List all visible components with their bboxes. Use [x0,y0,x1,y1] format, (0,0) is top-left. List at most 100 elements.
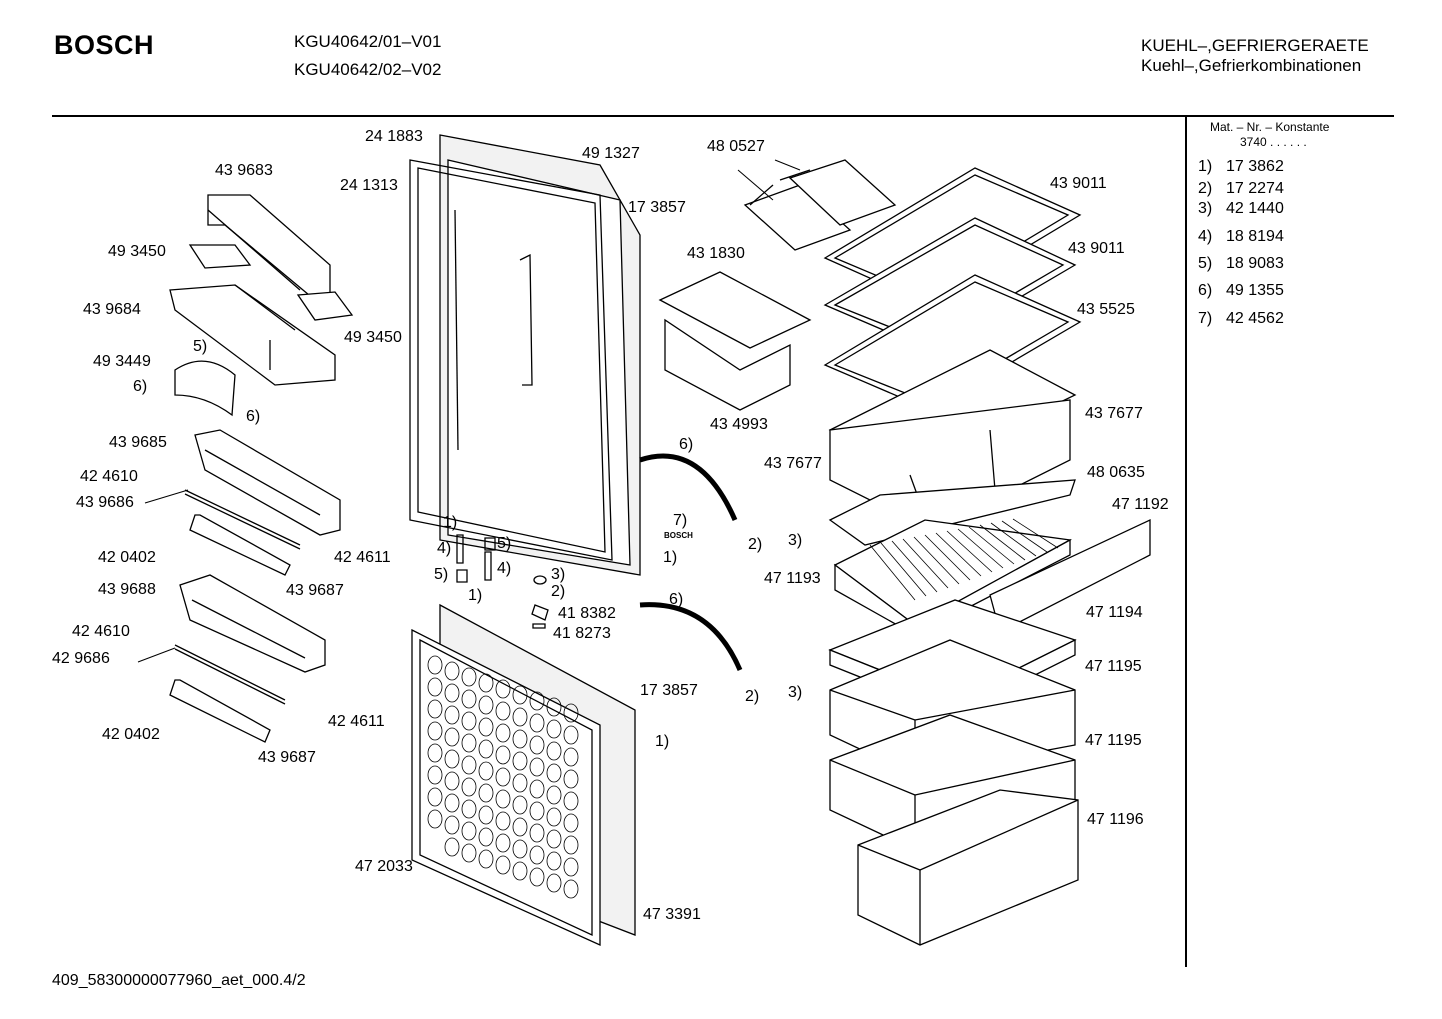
grid-bar [914,537,959,584]
bin-rail-2 [170,645,285,742]
door-cell [445,838,459,856]
door-cell [445,706,459,724]
door-cell [479,696,493,714]
part-label: 43 5525 [1077,301,1135,318]
door-cell [445,684,459,702]
door-cell [428,788,442,806]
door-cell [530,780,544,798]
part-label: 43 9687 [286,582,344,599]
door-cell [547,874,561,892]
door-cell [462,778,476,796]
part-label: 47 3391 [643,906,701,923]
part-label: 42 4611 [328,713,385,730]
door-cell [547,830,561,848]
door-cell [445,662,459,680]
flap-cover [175,361,235,415]
part-label: 1) [655,733,670,750]
grid-bar [925,535,970,580]
part-label: 42 4610 [80,468,138,485]
door-cell [513,796,527,814]
freezer-drawer-3 [858,790,1078,945]
part-label: 2) [745,688,760,705]
door-cell [462,668,476,686]
sidebar-item-part: 18 9083 [1226,255,1284,272]
part-label: 41 8382 [558,605,616,622]
door-cell [428,678,442,696]
door-cell [428,722,442,740]
door-cell [479,762,493,780]
grid-bar [1013,519,1058,548]
part-label: 42 4611 [334,549,391,566]
part-label: 17 3857 [628,199,686,216]
sidebar-constant: 3740 . . . . . . [1240,135,1307,149]
sidebar-item: 6)49 1355 [1198,282,1284,300]
door-cell [428,810,442,828]
door-cell [530,868,544,886]
sidebar-item-number: 7) [1198,310,1213,327]
part-label: 43 4993 [710,416,768,433]
inner-logo: BOSCH [664,531,693,540]
door-cell [462,822,476,840]
door-cell [530,758,544,776]
grid-bar [969,527,1014,564]
freezer-door [412,605,635,945]
door-cell [479,806,493,824]
sidebar-item-number: 2) [1198,180,1213,197]
door-cell [462,800,476,818]
bin-rail-1 [185,490,300,575]
door-cell [428,744,442,762]
door-cell [564,726,578,744]
egg-tray-top [190,245,352,320]
part-label: 2) [551,583,566,600]
grid-bar [980,525,1025,560]
sidebar-item: 4)18 8194 [1198,228,1284,246]
sidebar-item: 5) 18 9083 [1198,255,1284,273]
door-cell [445,772,459,790]
door-cell [564,704,578,722]
part-label: 43 9011 [1050,175,1107,192]
part-label: 49 3450 [108,243,166,260]
part-label: 2) [748,536,763,553]
door-cell [564,880,578,898]
grid-bar [903,539,948,588]
part-label: 49 1327 [582,145,640,162]
door-cell [547,742,561,760]
door-cell [445,816,459,834]
door-cell [445,728,459,746]
door-cell [496,702,510,720]
door-cell [547,720,561,738]
part-label: 43 7677 [1085,405,1143,422]
part-label: 47 1195 [1085,732,1142,749]
door-cell [496,856,510,874]
part-label: 43 9011 [1068,240,1125,257]
sidebar-item-number: 1) [1198,158,1213,175]
door-cell [479,718,493,736]
door-cell [479,740,493,758]
sidebar-item-number: 5) [1198,255,1213,272]
door-cell [462,690,476,708]
door-cell [479,784,493,802]
part-label: 48 0527 [707,138,765,155]
part-label: 43 9687 [258,749,316,766]
part-label: 5) [434,566,449,583]
grid-bar [892,541,937,592]
category-title: KUEHL–,GEFRIERGERAETE [1141,36,1369,55]
sidebar-heading: Mat. – Nr. – Konstante [1210,120,1330,134]
part-label: 42 0402 [98,549,156,566]
sidebar-item-part: 18 8194 [1226,228,1284,245]
door-cell [530,824,544,842]
part-label: 1) [468,587,483,604]
door-cell [564,770,578,788]
sidebar-item-number: 6) [1198,282,1213,299]
freezer-door-cells [428,656,578,898]
part-label: 47 1192 [1112,496,1169,513]
part-label: 6) [679,436,694,453]
door-cell [547,698,561,716]
glass-shelf-3 [825,275,1080,410]
door-cell [513,774,527,792]
door-cell [496,790,510,808]
leader-lines [138,160,800,662]
part-label: 42 9686 [52,650,110,667]
grid-bar [881,543,926,596]
